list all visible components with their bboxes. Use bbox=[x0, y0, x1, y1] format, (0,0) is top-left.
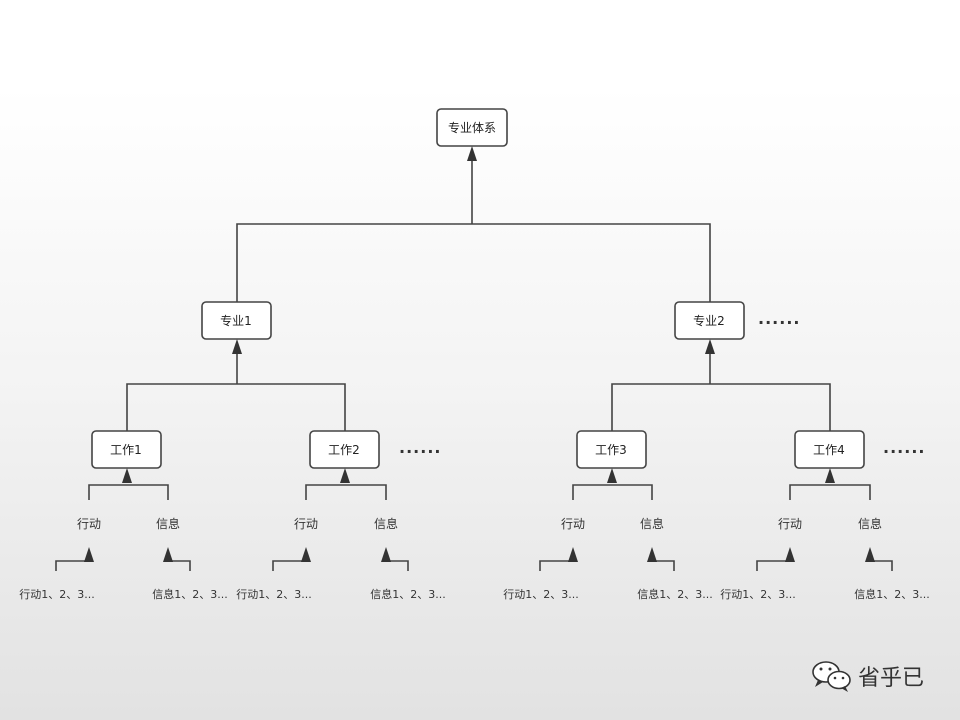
action-label: 行动 bbox=[778, 517, 802, 531]
watermark-text: 省乎已 bbox=[858, 666, 924, 691]
specialty-node-2: 专业2 bbox=[674, 301, 745, 340]
root-node: 专业体系 bbox=[436, 108, 508, 147]
connector-action-detail bbox=[539, 555, 574, 571]
connector-action-detail bbox=[55, 555, 90, 571]
work-label: 工作2 bbox=[328, 443, 360, 457]
arrowhead-info bbox=[647, 547, 657, 562]
connector-work-bracket bbox=[789, 484, 871, 500]
connector-lines bbox=[55, 160, 893, 571]
arrowhead-info bbox=[163, 547, 173, 562]
connector-specialty1-branch bbox=[126, 383, 346, 431]
watermark: 省乎已 bbox=[812, 661, 924, 692]
info-label: 信息 bbox=[156, 516, 180, 531]
specialty-label: 专业2 bbox=[693, 313, 725, 328]
connector-action-detail bbox=[272, 555, 307, 571]
connector-action-detail bbox=[756, 555, 791, 571]
action-detail-label: 行动1、2、3... bbox=[720, 588, 796, 601]
specialty-label: 专业1 bbox=[220, 313, 252, 328]
info-label: 信息 bbox=[858, 516, 882, 531]
arrowhead-work bbox=[825, 468, 835, 483]
action-label: 行动 bbox=[561, 517, 585, 531]
action-detail-label: 行动1、2、3... bbox=[236, 588, 312, 601]
arrowhead-info bbox=[381, 547, 391, 562]
connector-root-branch bbox=[236, 223, 711, 302]
info-detail-label: 信息1、2、3... bbox=[637, 587, 713, 601]
info-detail-label: 信息1、2、3... bbox=[370, 587, 446, 601]
specialty-node-1: 专业1 bbox=[201, 301, 272, 340]
work-more-ellipsis: ······ bbox=[399, 442, 441, 461]
arrowhead-info bbox=[865, 547, 875, 562]
wechat-icon bbox=[812, 661, 851, 692]
connector-work-bracket bbox=[88, 484, 169, 500]
action-detail-label: 行动1、2、3... bbox=[503, 588, 579, 601]
info-label: 信息 bbox=[374, 516, 398, 531]
work-label: 工作1 bbox=[110, 443, 142, 457]
arrowhead-action bbox=[568, 547, 578, 562]
arrowhead-action bbox=[301, 547, 311, 562]
info-detail-label: 信息1、2、3... bbox=[152, 587, 228, 601]
specialty-more-ellipsis: ······ bbox=[758, 313, 800, 332]
arrowhead-specialty1 bbox=[232, 339, 242, 354]
work-node-2: 工作2 bbox=[309, 430, 380, 469]
work-label: 工作4 bbox=[813, 443, 845, 457]
connector-work-bracket bbox=[305, 484, 387, 500]
connector-work-bracket bbox=[572, 484, 653, 500]
arrowhead-root bbox=[467, 146, 477, 161]
work-more-ellipsis: ······ bbox=[883, 442, 925, 461]
arrowhead-specialty2 bbox=[705, 339, 715, 354]
info-detail-label: 信息1、2、3... bbox=[854, 587, 930, 601]
arrowhead-action bbox=[785, 547, 795, 562]
arrowhead-work bbox=[607, 468, 617, 483]
action-detail-label: 行动1、2、3... bbox=[19, 588, 95, 601]
arrowheads bbox=[84, 146, 875, 562]
root-label: 专业体系 bbox=[448, 120, 496, 135]
info-label: 信息 bbox=[640, 516, 664, 531]
connector-specialty2-branch bbox=[611, 383, 831, 431]
arrowhead-work bbox=[122, 468, 132, 483]
arrowhead-action bbox=[84, 547, 94, 562]
work-label: 工作3 bbox=[595, 443, 627, 457]
action-label: 行动 bbox=[294, 517, 318, 531]
action-label: 行动 bbox=[77, 517, 101, 531]
arrowhead-work bbox=[340, 468, 350, 483]
work-node-4: 工作4 bbox=[794, 430, 865, 469]
work-node-1: 工作1 bbox=[91, 430, 162, 469]
work-node-3: 工作3 bbox=[576, 430, 647, 469]
